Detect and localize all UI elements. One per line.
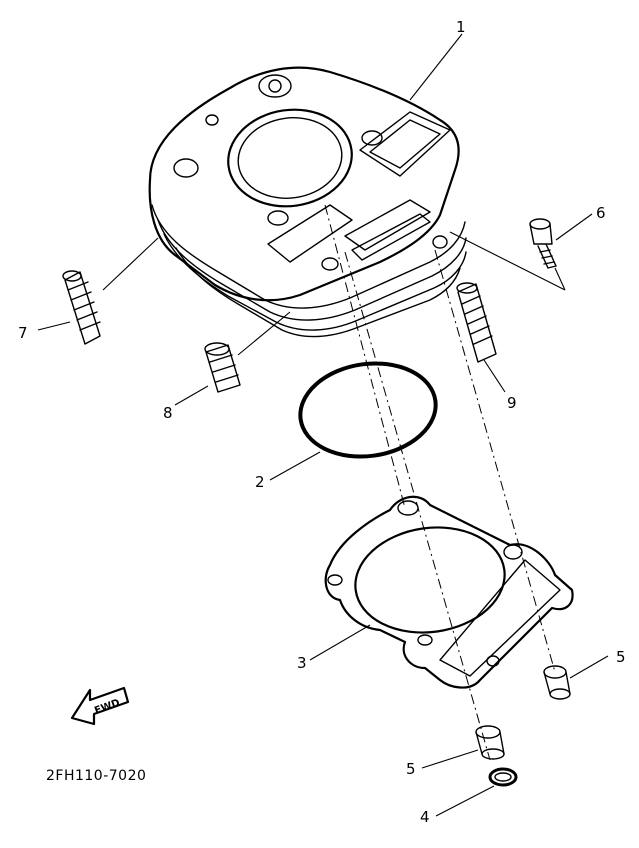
diagram-code: 2FH110-7020	[46, 768, 146, 784]
label-part-2: 2	[255, 473, 265, 491]
label-part-5-lower: 5	[406, 760, 416, 778]
o-ring-2	[298, 361, 438, 459]
dowel-pin-5-right	[543, 665, 571, 700]
label-part-1: 1	[456, 18, 466, 36]
leader-lines	[37, 33, 609, 817]
assembly-centerlines	[324, 204, 556, 761]
fwd-marker: FWD	[93, 698, 121, 717]
fwd-arrow-icon: FWD	[70, 686, 130, 726]
cylinder	[148, 66, 467, 338]
dowel-pin-9	[456, 282, 497, 363]
label-part-6: 6	[596, 204, 606, 222]
dowel-pin-7	[62, 270, 101, 345]
label-part-4: 4	[420, 808, 430, 826]
cylinder-gasket-3	[324, 495, 574, 689]
bolt-6	[529, 218, 557, 269]
label-part-5-right: 5	[616, 648, 626, 666]
dowel-pin-8	[204, 342, 241, 393]
o-ring-4	[488, 767, 518, 787]
label-part-3: 3	[297, 654, 307, 672]
dowel-pin-5-lower	[475, 725, 505, 760]
label-part-9: 9	[507, 394, 517, 412]
label-part-7: 7	[18, 324, 28, 342]
label-part-8: 8	[163, 404, 173, 422]
